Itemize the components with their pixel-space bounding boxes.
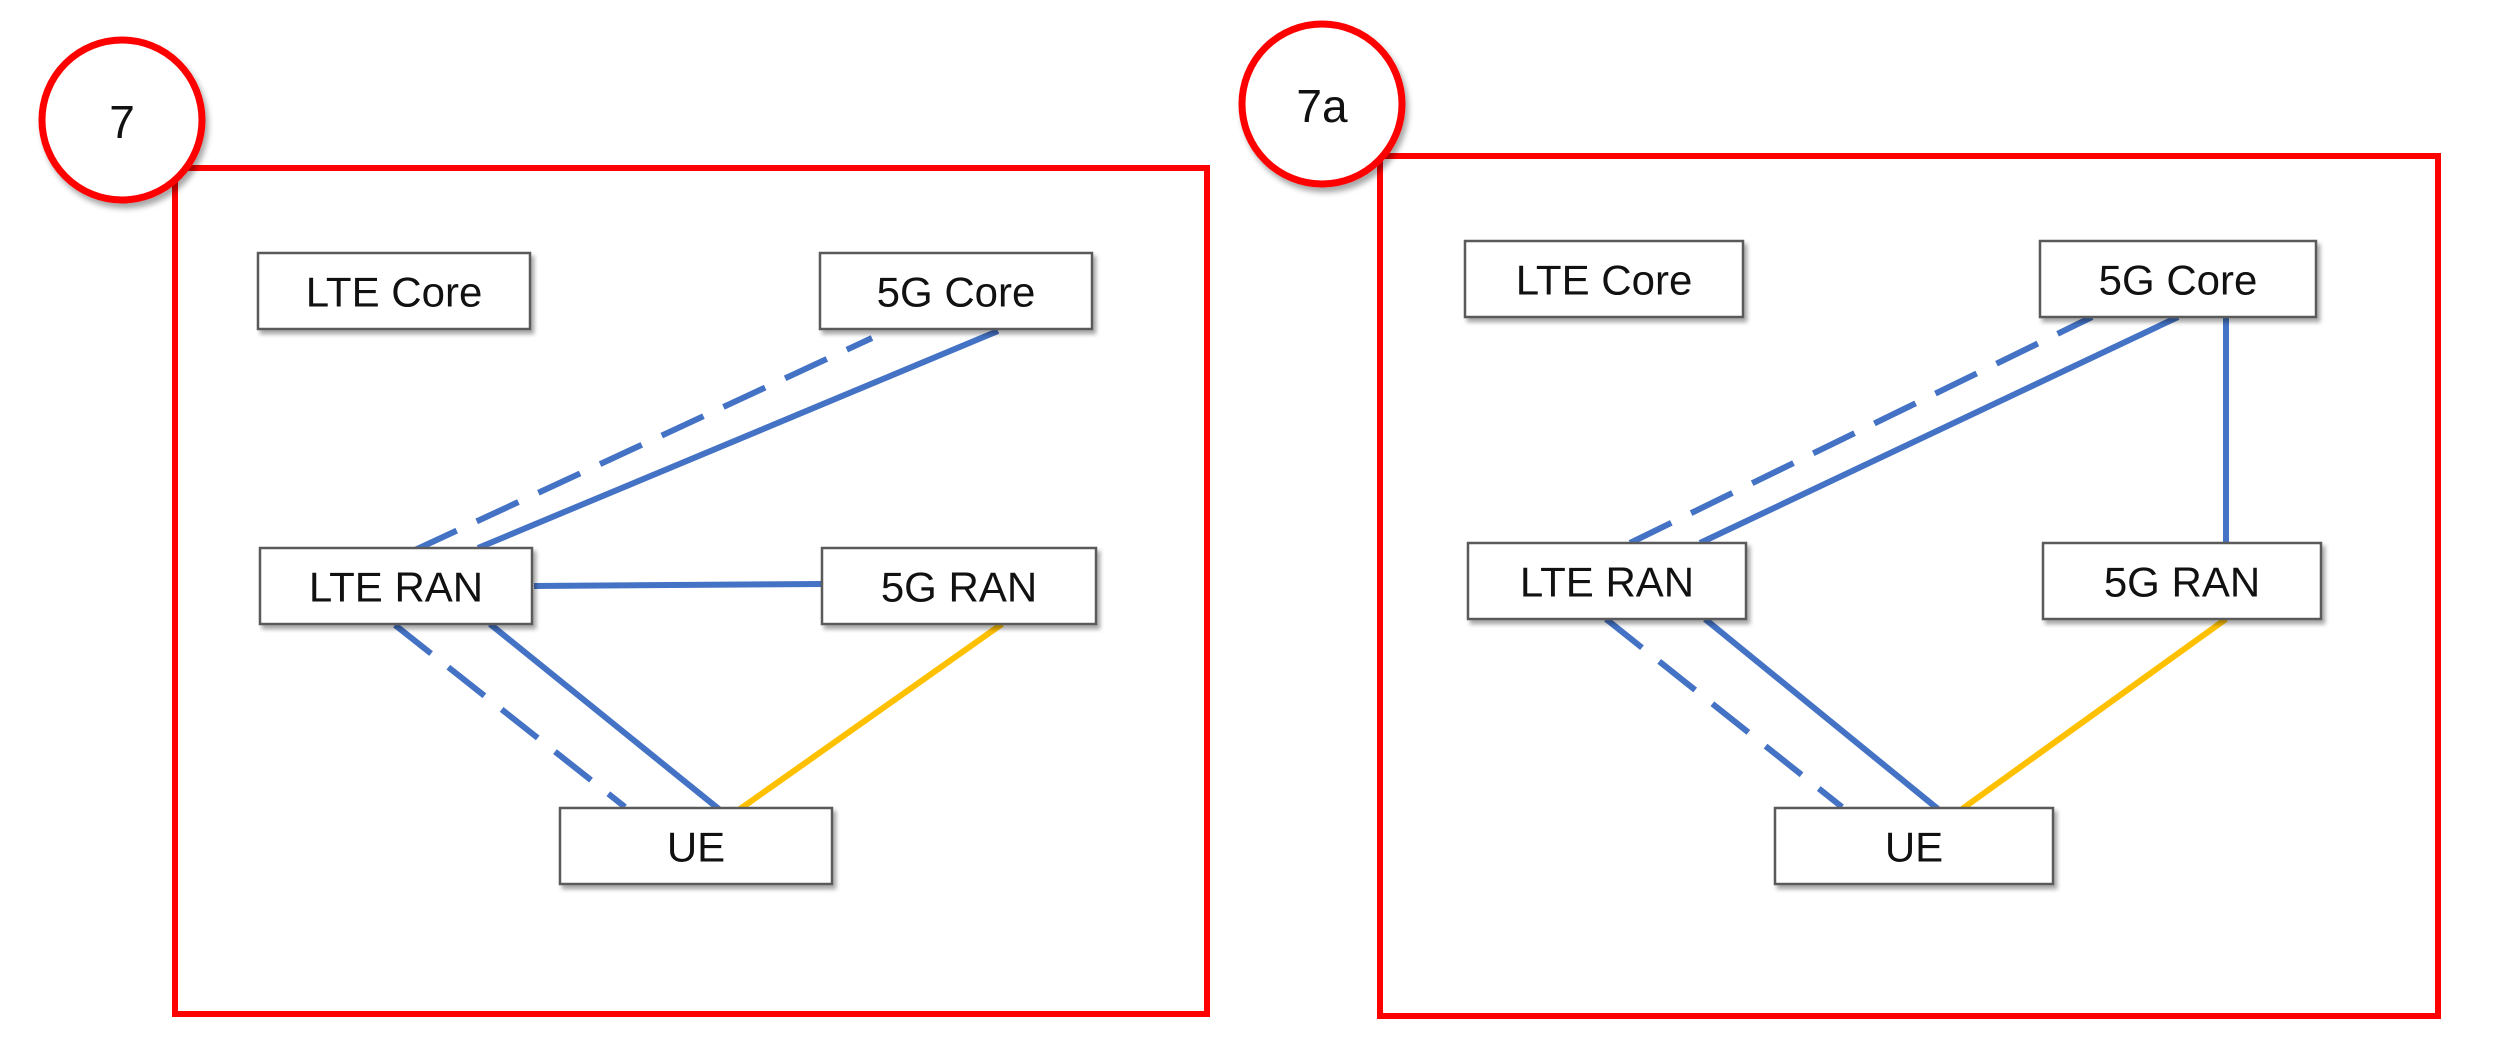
node-label: UE [1885,824,1943,871]
node-lte-core: LTE Core [1463,239,1745,319]
node-ue: UE [558,806,834,886]
node-box [1773,806,2055,886]
link-lte_ran-to-ue-dashed [393,622,627,810]
link-lte_ran-to-fiveg_core-dashed [1628,314,2094,546]
link-lte_ran-to-fiveg_core-dashed [413,335,874,553]
node-box [258,546,534,626]
node-label: LTE Core [1516,257,1693,304]
node-label: 5G Core [877,269,1036,316]
node-ue: UE [1773,806,2055,886]
node-box [818,251,1094,331]
node-lte-core: LTE Core [256,251,532,331]
node-box [2038,239,2318,319]
node-fiveg-ran: 5G RAN [820,546,1098,626]
node-fiveg-ran: 5G RAN [2041,541,2323,621]
node-lte-ran: LTE RAN [258,546,534,626]
link-lte_ran-to-ue-dashed [1604,616,1844,810]
node-box [2041,541,2323,621]
node-label: LTE RAN [309,564,483,611]
node-box [1463,239,1745,319]
link-fiveg_ran-to-ue-solid [1960,616,2228,812]
node-box [820,546,1098,626]
link-lte_ran-to-ue-solid [1703,616,1940,812]
diagram-number-badge: 7a [1238,20,1406,188]
badge-label: 7 [109,96,135,148]
node-label: 5G RAN [881,564,1037,611]
diagram-number-badge: 7 [38,36,206,204]
badge-circle [1238,20,1406,188]
link-lte_ran-to-fiveg_ran-solid [533,581,823,589]
node-label: 5G RAN [2104,559,2260,606]
node-fiveg-core: 5G Core [818,251,1094,331]
badge-label: 7a [1296,80,1348,132]
link-lte_ran-to-ue-solid [488,621,722,813]
link-lte_ran-to-fiveg_core-solid [1698,314,2180,546]
node-label: 5G Core [2099,257,2258,304]
node-box [256,251,532,331]
link-lte_ran-to-fiveg_core-solid [476,328,1000,551]
node-lte-ran: LTE RAN [1466,541,1748,621]
node-label: UE [667,824,725,871]
node-label: LTE RAN [1520,559,1694,606]
node-label: LTE Core [306,269,483,316]
node-fiveg-core: 5G Core [2038,239,2318,319]
link-fiveg_ran-to-ue-solid [738,621,1004,812]
badge-circle [38,36,206,204]
node-box [558,806,834,886]
node-box [1466,541,1748,621]
